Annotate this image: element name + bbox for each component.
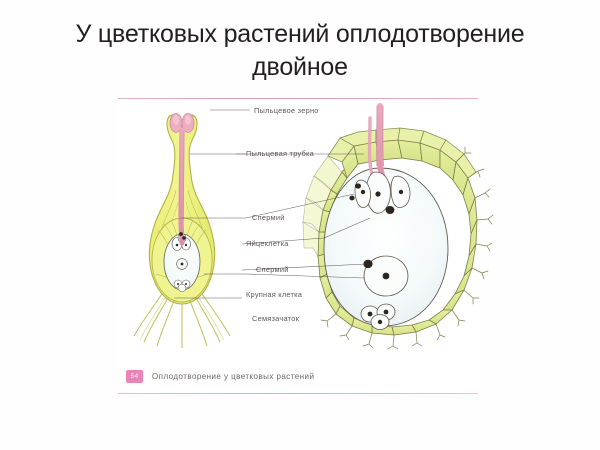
sperm-nucleus-left-b [182,236,186,240]
figure-bottom-rule [118,393,478,394]
outer-cell-ring [302,127,477,258]
page-title: У цветковых растений оплодотворение двой… [75,20,525,81]
label-pollen-grain: Пыльцевое зерно [254,106,319,115]
egg-cell-nucleus [375,191,381,197]
label-large-cell: Крупная клетка [246,290,303,299]
nucellus-cell-layer [317,139,478,336]
double-fertilization-illustration [133,103,494,350]
antipodal-cells [173,279,191,292]
central-cell-nucleus-magnified [382,272,390,280]
sperm-nucleus-right-lower [363,259,373,269]
egg-apparatus-magnified [354,171,411,214]
label-sperm-upper: Спермий [252,213,285,222]
pistil-diagram [133,113,231,348]
figure-number-badge: 54 [126,370,143,383]
figure-caption-text: Оплодотворение у цветковых растений [152,372,315,381]
cell-whiskers [320,146,494,350]
label-egg-cell: Яйцеклетка [246,239,289,248]
sperm-nucleus-right-upper [385,206,395,214]
magnified-embryo-sac-diagram [174,103,494,350]
pistil-base-strands [133,293,231,348]
pollen-grains [169,113,195,133]
label-pollen-tube: Пыльцевая трубка [246,149,314,158]
label-ovule: Семязачаток [252,314,300,323]
sperm-nucleus-left-a [179,232,183,236]
figure-panel: Пыльцевое зерно Пыльцевая трубка Спермий… [118,98,494,394]
leader-lines [174,109,371,299]
figure-top-rule [118,98,478,99]
pollen-tube-left [178,127,185,246]
figure-caption: 54 Оплодотворение у цветковых растений [126,370,314,383]
label-sperm-lower: Спермий [256,265,289,274]
